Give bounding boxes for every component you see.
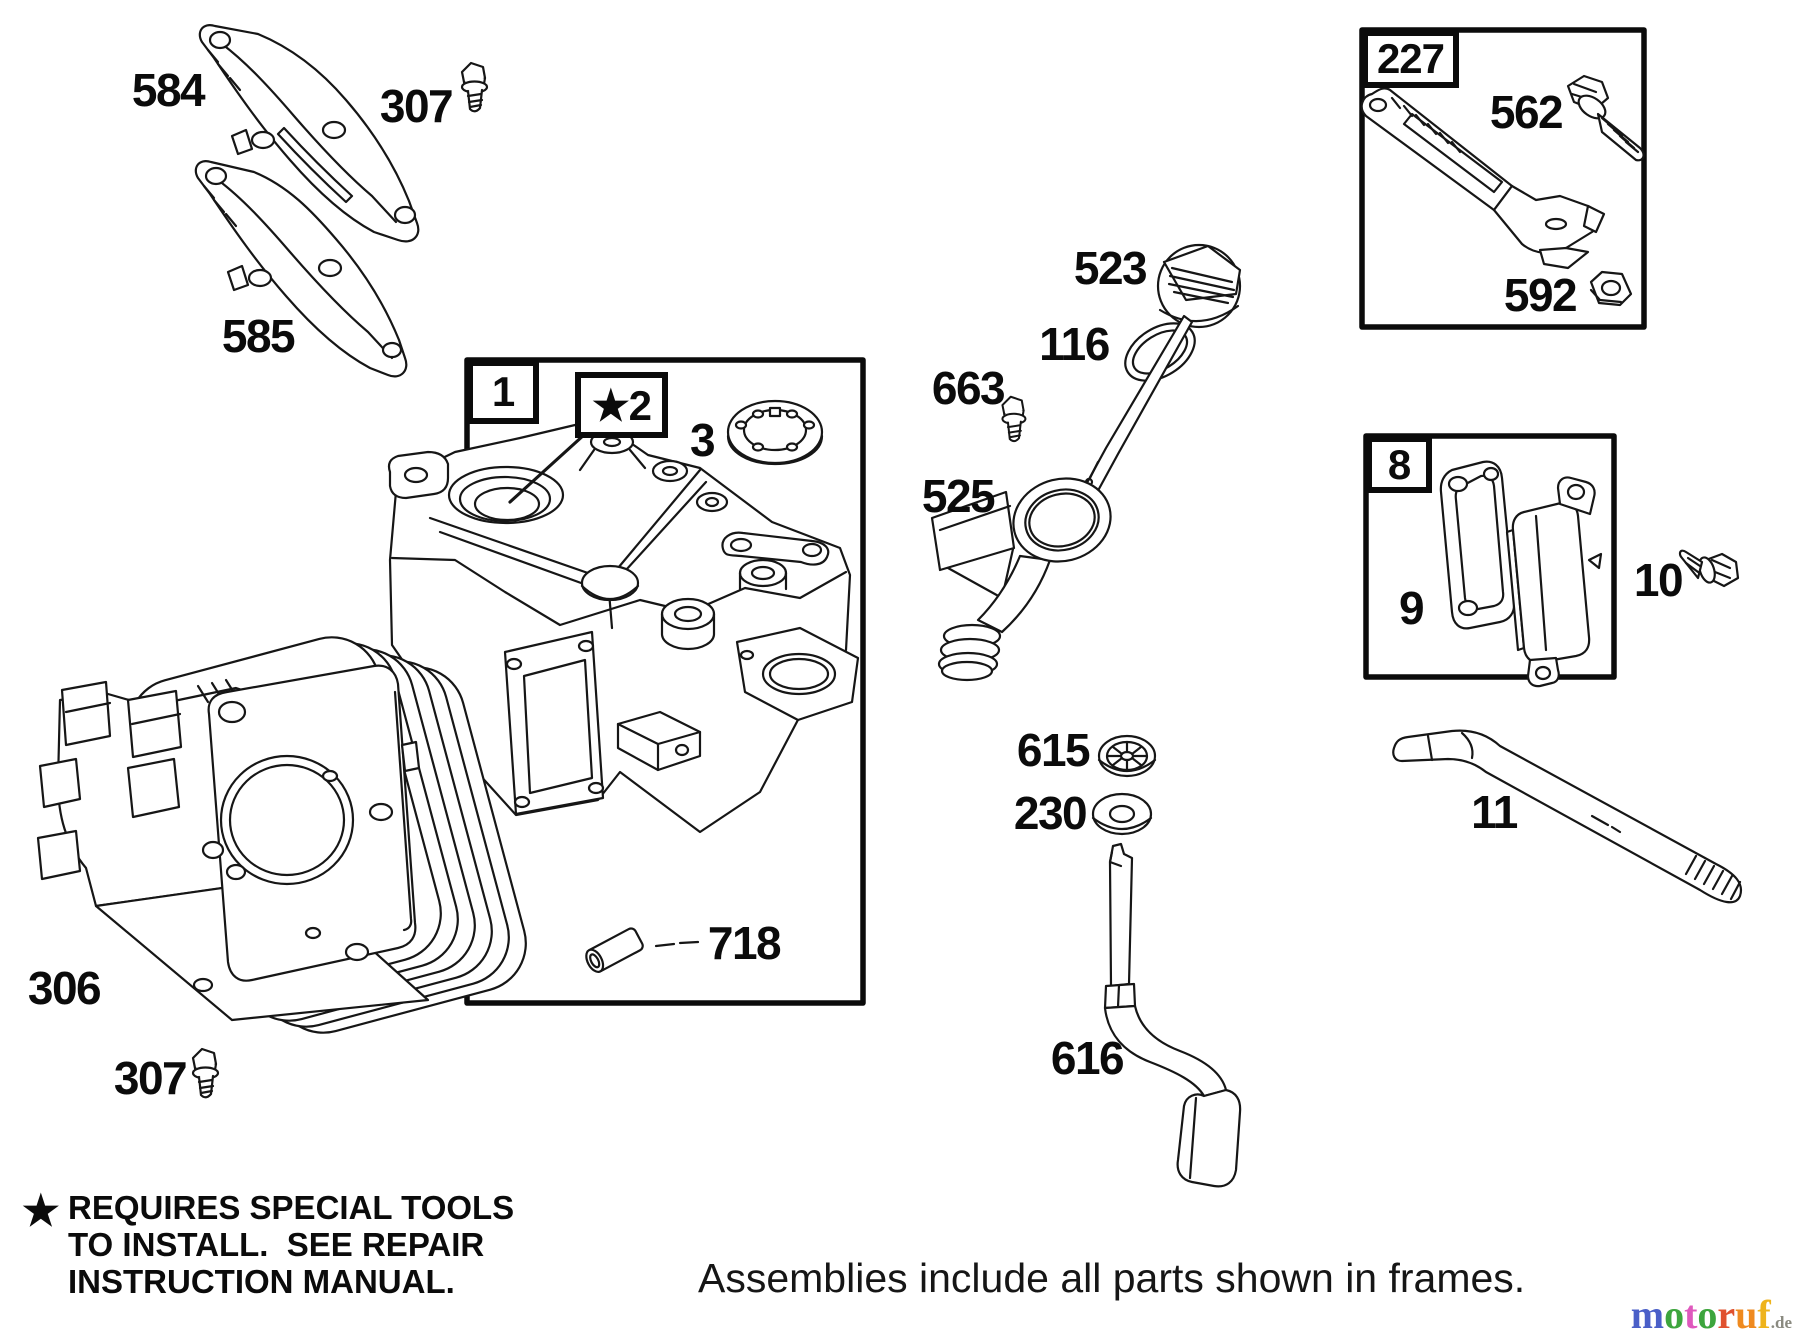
logo-letter: t [1684,1292,1698,1337]
crankcase-drawing [387,423,860,834]
assembly-frame-227 [1359,27,1647,330]
bearing-3-drawing [726,399,824,466]
oil-tube-616-drawing [1103,842,1242,1188]
assemblies-note: Assemblies include all parts shown in fr… [698,1255,1526,1301]
motoruf-logo-letters: motoruf [1631,1292,1771,1337]
dipstick-cap-523-drawing [1156,243,1242,329]
cap-615-drawing [1097,734,1157,778]
logo-letter: u [1735,1292,1758,1337]
footnote-line: TO INSTALL. SEE REPAIR [68,1225,485,1263]
bolt-307-top [460,61,489,113]
muffler-drawing [1505,476,1603,688]
footnote-line: INSTRUCTION MANUAL. [68,1262,455,1300]
motoruf-logo[interactable]: motoruf.de [1631,1295,1792,1335]
assembly-frame-8 [1363,433,1617,680]
bracket-227-drawing [1360,87,1606,270]
leader-line-2 [508,432,587,504]
logo-letter: r [1717,1292,1736,1337]
head-gasket-drawing [201,664,421,982]
logo-letter: o [1697,1292,1718,1337]
footnote-line: REQUIRES SPECIAL TOOLS [68,1189,515,1226]
motoruf-logo-suffix: .de [1770,1313,1792,1332]
logo-letter: m [1630,1292,1665,1337]
washer-230-drawing [1091,792,1153,836]
bolt-10-drawing [1678,549,1740,588]
bolt-562-drawing [1566,74,1645,162]
oil-drain-rod-11-drawing [1392,729,1743,904]
fill-tube-525-drawing [930,477,1112,682]
pin-718-drawing [585,927,700,973]
nut-592-drawing [1589,270,1633,307]
heat-shield-585-drawing [194,160,408,378]
special-tools-footnote: ★ REQUIRES SPECIAL TOOLS TO INSTALL. SEE… [22,1187,515,1301]
bolt-663 [1001,395,1027,443]
star-icon: ★ [22,1187,60,1234]
bolt-307-bottom [191,1047,220,1099]
logo-letter: f [1757,1292,1771,1337]
exhaust-gasket-9-drawing [1439,460,1516,630]
logo-letter: o [1664,1292,1685,1337]
heat-shield-584-drawing [198,24,420,243]
